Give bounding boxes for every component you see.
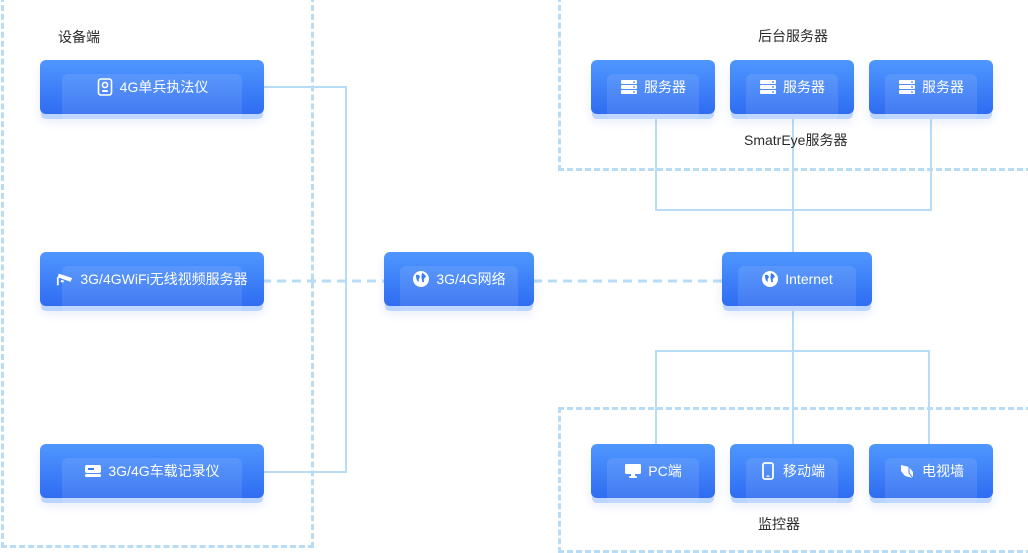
mobile-phone-icon (759, 462, 777, 480)
server-node-3[interactable]: 服务器 (869, 60, 993, 120)
server-label: 服务器 (922, 79, 964, 95)
vehicle-recorder-label: 3G/4G车载记录仪 (108, 463, 220, 479)
law-enforcer-label: 4G单兵执法仪 (119, 79, 209, 95)
device-group-box (1, 0, 314, 548)
mobile-label: 移动端 (783, 463, 825, 479)
device-group-label: 设备端 (58, 29, 100, 45)
wifi-video-server-label: 3G/4GWiFi无线视频服务器 (80, 271, 248, 287)
globe-icon (412, 270, 430, 288)
pc-node[interactable]: PC端 (591, 444, 715, 504)
server-icon (898, 78, 916, 96)
pc-label: PC端 (648, 463, 682, 479)
globe-icon (761, 270, 779, 288)
monitor-bus-connector (655, 350, 930, 446)
tv-wall-label: 电视墙 (922, 463, 964, 479)
server-label: 服务器 (644, 79, 686, 95)
server-icon (759, 78, 777, 96)
network-node[interactable]: 3G/4G网络 (384, 252, 534, 312)
mobile-node[interactable]: 移动端 (730, 444, 854, 504)
server-node-1[interactable]: 服务器 (591, 60, 715, 120)
internet-node[interactable]: Internet (722, 252, 872, 312)
vehicle-dvr-icon (84, 462, 102, 480)
server-node-2[interactable]: 服务器 (730, 60, 854, 120)
security-camera-icon (56, 270, 74, 288)
backend-group-label: 后台服务器 (758, 28, 828, 44)
network-label: 3G/4G网络 (436, 271, 506, 287)
vehicle-recorder-node[interactable]: 3G/4G车载记录仪 (40, 444, 264, 504)
law-enforcer-node[interactable]: 4G单兵执法仪 (40, 60, 264, 120)
server-icon (620, 78, 638, 96)
server-label: 服务器 (783, 79, 825, 95)
recorder-badge-icon (96, 78, 114, 96)
wifi-video-server-node[interactable]: 3G/4GWiFi无线视频服务器 (40, 252, 264, 312)
monitor-icon (624, 462, 642, 480)
bracket-connector (262, 86, 347, 473)
video-wall-icon (898, 462, 916, 480)
monitor-group-label: 监控器 (758, 516, 800, 532)
tv-wall-node[interactable]: 电视墙 (869, 444, 993, 504)
internet-label: Internet (785, 271, 833, 287)
smartreye-caption: SmatrEye服务器 (744, 132, 848, 148)
